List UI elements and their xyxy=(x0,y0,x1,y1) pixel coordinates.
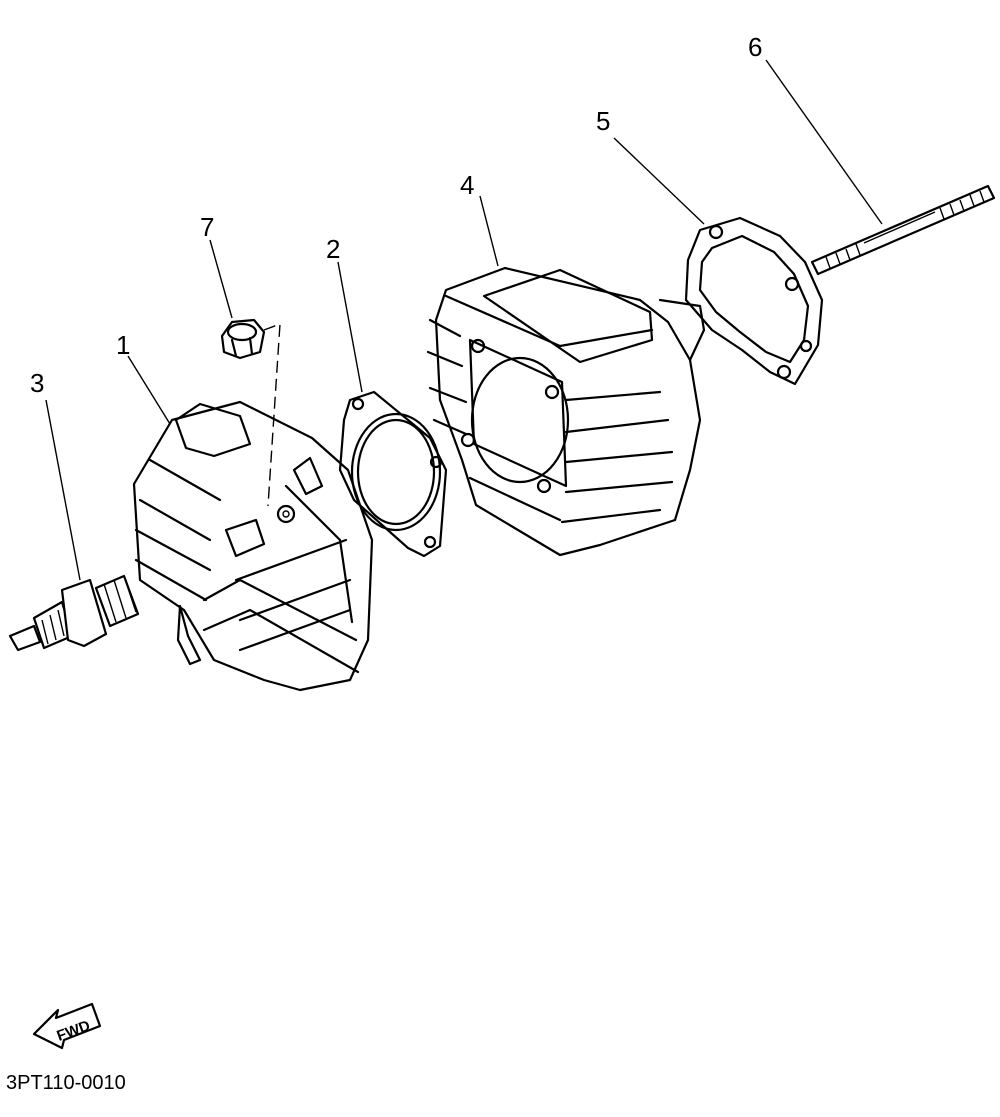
callout-7: 7 xyxy=(200,212,214,242)
base-gasket-icon xyxy=(684,216,824,386)
callout-4: 4 xyxy=(460,170,474,200)
stud-bolt-icon xyxy=(810,184,996,276)
leader-lines xyxy=(45,59,883,581)
callout-2: 2 xyxy=(326,234,340,264)
fwd-arrow-icon: FWD xyxy=(32,1002,102,1050)
nut-icon xyxy=(220,318,266,360)
callout-1: 1 xyxy=(116,330,130,360)
fwd-label: FWD xyxy=(55,1017,93,1045)
cylinder-head-icon xyxy=(132,400,374,692)
callout-6: 6 xyxy=(748,32,762,62)
diagram-code: 3PT110-0010 xyxy=(6,1072,126,1094)
cylinder-icon xyxy=(426,266,706,557)
head-gasket-icon xyxy=(338,390,448,558)
spark-plug-icon xyxy=(8,574,140,652)
callout-3: 3 xyxy=(30,368,44,398)
callout-5: 5 xyxy=(596,106,610,136)
callout-labels: 1 2 3 4 5 6 7 xyxy=(30,32,762,398)
